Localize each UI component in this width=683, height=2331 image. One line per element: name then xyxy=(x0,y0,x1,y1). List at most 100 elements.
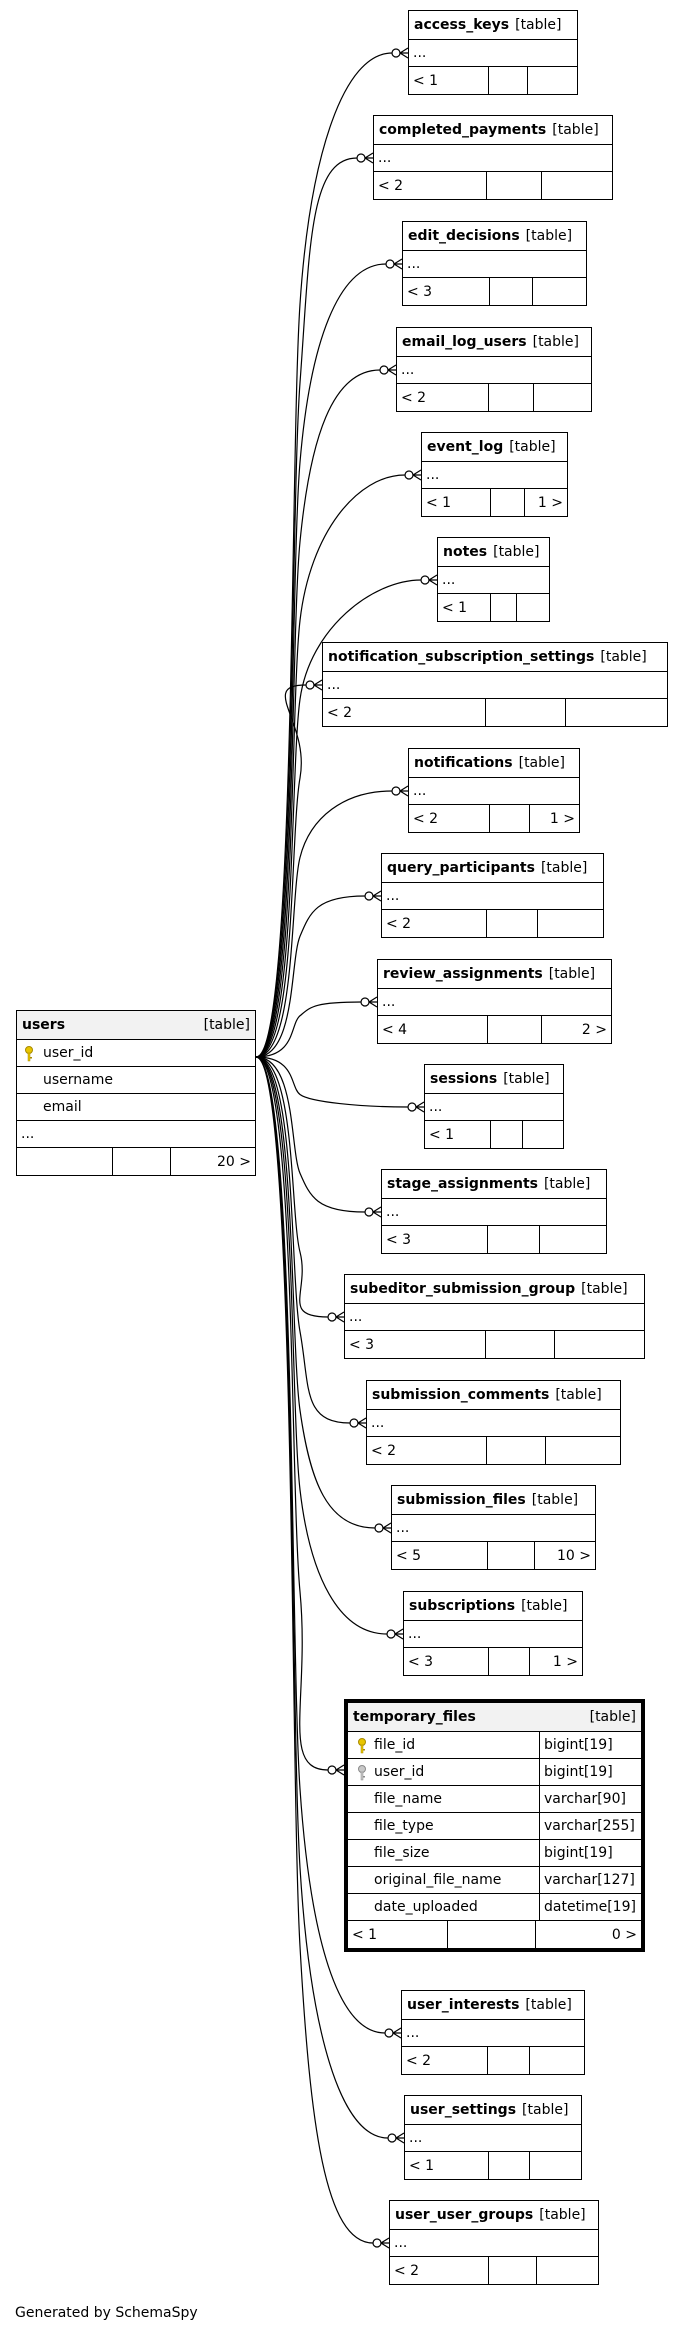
table-header: notification_subscription_settings[table… xyxy=(323,643,667,672)
parents-count[interactable]: < 1 xyxy=(422,489,491,516)
children-count[interactable]: 0 > xyxy=(611,1926,637,1943)
table-query-participants[interactable]: query_participants[table]...< 2 xyxy=(381,853,604,938)
parents-count[interactable]: < 1 xyxy=(405,2152,489,2179)
zero-cardinality-marker xyxy=(385,259,395,269)
column-user-id[interactable]: user_id bigint[19] xyxy=(348,1759,641,1786)
children-count[interactable] xyxy=(555,1331,644,1358)
children-count[interactable] xyxy=(537,2257,598,2284)
children-count[interactable] xyxy=(530,2152,581,2179)
table-user-user-groups[interactable]: user_user_groups[table]...< 2 xyxy=(389,2200,599,2285)
table-submission-comments[interactable]: submission_comments[table]...< 2 xyxy=(366,1380,621,1465)
column-file-id[interactable]: file_id bigint[19] xyxy=(348,1732,641,1759)
many-cardinality-marker xyxy=(335,1764,345,1776)
children-count[interactable]: 10 > xyxy=(557,1547,591,1564)
column-username[interactable]: username xyxy=(17,1067,255,1094)
table-kind: [table] xyxy=(525,228,573,244)
table-kind: [table] xyxy=(552,122,599,138)
table-notes[interactable]: notes[table]...< 1 xyxy=(437,537,550,622)
column-file-name[interactable]: file_name varchar[90] xyxy=(348,1786,641,1813)
zero-cardinality-marker xyxy=(374,1523,384,1533)
children-count[interactable] xyxy=(517,594,549,621)
table-completed-payments[interactable]: completed_payments[table]...< 2 xyxy=(373,115,613,200)
column-email[interactable]: email xyxy=(17,1094,255,1121)
table-kind: [table] xyxy=(518,755,565,771)
table-header: event_log[table] xyxy=(422,433,567,462)
children-count[interactable] xyxy=(540,1226,606,1253)
parents-count[interactable]: < 4 xyxy=(378,1016,488,1043)
parents-count[interactable]: < 2 xyxy=(323,699,486,726)
parents-count[interactable]: < 3 xyxy=(382,1226,488,1253)
footer-spacer xyxy=(489,384,534,411)
column-user-id[interactable]: user_id xyxy=(17,1040,255,1067)
children-count[interactable] xyxy=(530,2047,584,2074)
table-users[interactable]: users [table] user_id username email ...… xyxy=(16,1010,256,1176)
parents-count[interactable]: < 2 xyxy=(374,172,487,199)
table-notification-subscription-settings[interactable]: notification_subscription_settings[table… xyxy=(322,642,668,727)
children-count[interactable]: 1 > xyxy=(552,1653,578,1670)
column-file-size[interactable]: file_size bigint[19] xyxy=(348,1840,641,1867)
table-stage-assignments[interactable]: stage_assignments[table]...< 3 xyxy=(381,1169,607,1254)
children-count[interactable] xyxy=(523,1121,563,1148)
children-count[interactable]: 1 > xyxy=(549,810,575,827)
table-name: completed_payments xyxy=(379,122,547,138)
children-count[interactable]: 20 > xyxy=(217,1153,251,1170)
column-type: bigint[19] xyxy=(539,1732,641,1758)
table-name: notes xyxy=(443,544,488,560)
parents-count[interactable]: < 2 xyxy=(409,805,490,832)
more-columns: ... xyxy=(378,989,611,1016)
many-cardinality-marker xyxy=(368,996,378,1008)
children-count[interactable] xyxy=(542,172,612,199)
table-temporary-files[interactable]: temporary_files [table] file_id bigint[1… xyxy=(344,1699,645,1952)
table-footer: 20 > xyxy=(17,1148,255,1175)
table-email-log-users[interactable]: email_log_users[table]...< 2 xyxy=(396,327,592,412)
parents-count[interactable]: < 1 xyxy=(409,67,489,94)
children-count[interactable] xyxy=(566,699,667,726)
table-header: subscriptions[table] xyxy=(404,1592,582,1621)
children-count[interactable] xyxy=(546,1437,620,1464)
table-footer: < 2 1 > xyxy=(409,805,579,832)
children-count[interactable] xyxy=(533,278,586,305)
table-header: user_user_groups[table] xyxy=(390,2201,598,2230)
table-footer: < 1 xyxy=(409,67,577,94)
children-count[interactable]: 1 > xyxy=(537,494,563,511)
parents-count[interactable]: < 3 xyxy=(403,278,490,305)
parents-count[interactable]: < 3 xyxy=(404,1648,489,1675)
column-date-uploaded[interactable]: date_uploaded datetime[19] xyxy=(348,1894,641,1921)
footer-spacer xyxy=(491,594,517,621)
footer-spacer xyxy=(488,1226,540,1253)
table-header: query_participants[table] xyxy=(382,854,603,883)
zero-cardinality-marker xyxy=(360,997,370,1007)
parents-count[interactable]: < 2 xyxy=(382,910,487,937)
parents-count[interactable]: < 2 xyxy=(402,2047,488,2074)
footer-spacer xyxy=(488,1542,535,1569)
parents-count[interactable]: < 2 xyxy=(390,2257,489,2284)
table-sessions[interactable]: sessions[table]...< 1 xyxy=(424,1064,564,1149)
parents-count[interactable] xyxy=(17,1148,113,1175)
table-user-interests[interactable]: user_interests[table]...< 2 xyxy=(401,1990,585,2075)
parents-count[interactable]: < 5 xyxy=(392,1542,488,1569)
parents-count[interactable]: < 1 xyxy=(438,594,491,621)
parents-count[interactable]: < 2 xyxy=(367,1437,487,1464)
column-file-type[interactable]: file_type varchar[255] xyxy=(348,1813,641,1840)
children-count[interactable] xyxy=(538,910,603,937)
relationship-line-stage_assignments xyxy=(255,1056,366,1213)
children-count[interactable] xyxy=(528,67,577,94)
parents-count[interactable]: < 1 xyxy=(425,1121,491,1148)
table-subeditor-submission-group[interactable]: subeditor_submission_group[table]...< 3 xyxy=(344,1274,645,1359)
parents-count[interactable]: < 3 xyxy=(345,1331,486,1358)
table-access-keys[interactable]: access_keys[table]...< 1 xyxy=(408,10,578,95)
parents-count[interactable]: < 2 xyxy=(397,384,489,411)
footer-spacer xyxy=(487,910,538,937)
children-count[interactable] xyxy=(534,384,591,411)
table-edit-decisions[interactable]: edit_decisions[table]...< 3 xyxy=(402,221,587,306)
many-cardinality-marker xyxy=(335,1311,345,1323)
children-count[interactable]: 2 > xyxy=(581,1021,607,1038)
table-user-settings[interactable]: user_settings[table]...< 1 xyxy=(404,2095,582,2180)
column-original-file-name[interactable]: original_file_name varchar[127] xyxy=(348,1867,641,1894)
parents-count[interactable]: < 1 xyxy=(348,1921,448,1948)
